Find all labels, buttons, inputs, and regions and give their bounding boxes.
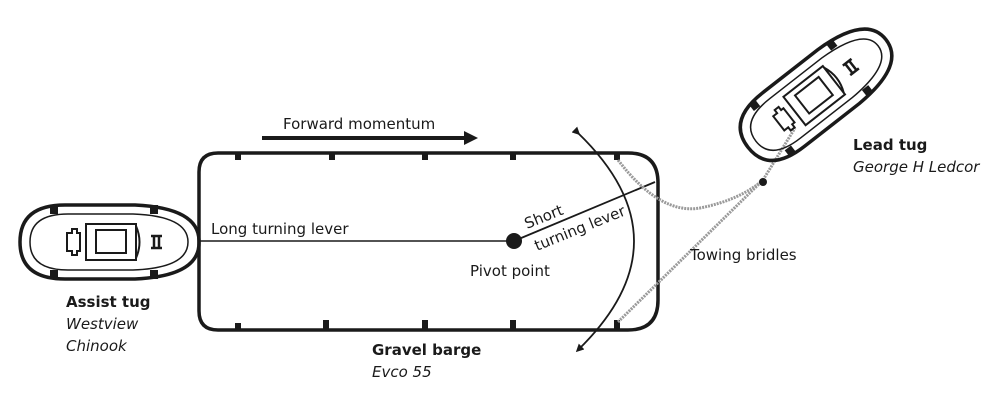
pivot-point-marker	[506, 233, 522, 249]
towing-bridles	[616, 127, 797, 324]
bollard	[422, 320, 428, 330]
barge-name: Evco 55	[372, 363, 432, 381]
short-turning-lever-line	[513, 181, 656, 242]
bollard	[323, 320, 329, 330]
bollard	[614, 320, 620, 330]
bollard	[614, 153, 620, 160]
gravel-barge	[197, 151, 660, 332]
assist-tug	[18, 203, 201, 281]
long-turning-lever-label: Long turning lever	[211, 220, 349, 238]
barge-title: Gravel barge	[372, 341, 481, 359]
bollard	[510, 153, 516, 160]
bollard	[329, 153, 335, 160]
assist-tug-name-line2: Chinook	[66, 337, 128, 355]
lead-tug-name: George H Ledcor	[853, 158, 980, 176]
bollard	[510, 320, 516, 330]
pivot-point-label: Pivot point	[470, 262, 550, 280]
bridle-shackle	[759, 178, 767, 186]
turning-arc-arrow	[571, 126, 635, 353]
assist-tug-title: Assist tug	[66, 293, 151, 311]
assist-tug-name-line1: Westview	[66, 315, 139, 333]
towing-bridles-label: Towing bridles	[689, 246, 797, 264]
bollard	[235, 323, 241, 330]
bollard	[422, 153, 428, 160]
lead-tug	[738, 27, 894, 163]
bollard	[235, 153, 241, 160]
forward-momentum-label: Forward momentum	[283, 115, 435, 133]
lead-tug-title: Lead tug	[853, 136, 927, 154]
